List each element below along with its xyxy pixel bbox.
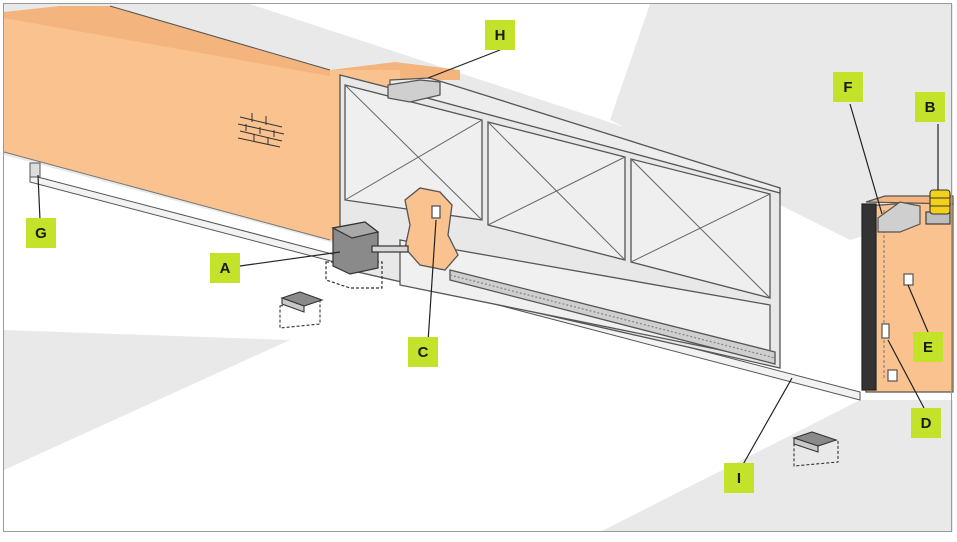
label-f: F — [833, 72, 863, 102]
brick-icon — [237, 113, 285, 148]
gate-cutaway — [404, 187, 459, 271]
left-wall-top — [4, 6, 330, 76]
label-e: E — [913, 332, 943, 362]
left-wall-face — [4, 6, 330, 240]
photocell-e-icon — [903, 273, 914, 286]
motor-a-icon — [325, 221, 409, 289]
gate-stop-f-icon — [877, 201, 921, 233]
guide-bracket-h-icon — [387, 79, 441, 103]
gate-rack — [449, 269, 776, 365]
leader-lines — [37, 49, 939, 469]
top-beam — [387, 77, 781, 194]
photocell-c-icon — [431, 205, 441, 219]
ground-front-right — [600, 400, 953, 532]
label-a: A — [210, 253, 240, 283]
junction-box-left-icon — [279, 291, 324, 329]
label-i: I — [724, 463, 754, 493]
gate-panel-crosses — [344, 84, 771, 299]
label-d: D — [911, 408, 941, 438]
label-b: B — [915, 92, 945, 122]
label-h: H — [485, 20, 515, 50]
junction-box-right-icon — [792, 431, 839, 467]
right-pillar — [861, 195, 954, 393]
sliding-gate — [339, 74, 781, 369]
warning-lamp-b-icon — [925, 189, 951, 225]
label-g: G — [26, 218, 56, 248]
driveway-lower-left — [4, 330, 290, 470]
ground-right-lane — [610, 4, 953, 240]
photocell-d-icon — [881, 323, 890, 339]
label-c: C — [408, 337, 438, 367]
